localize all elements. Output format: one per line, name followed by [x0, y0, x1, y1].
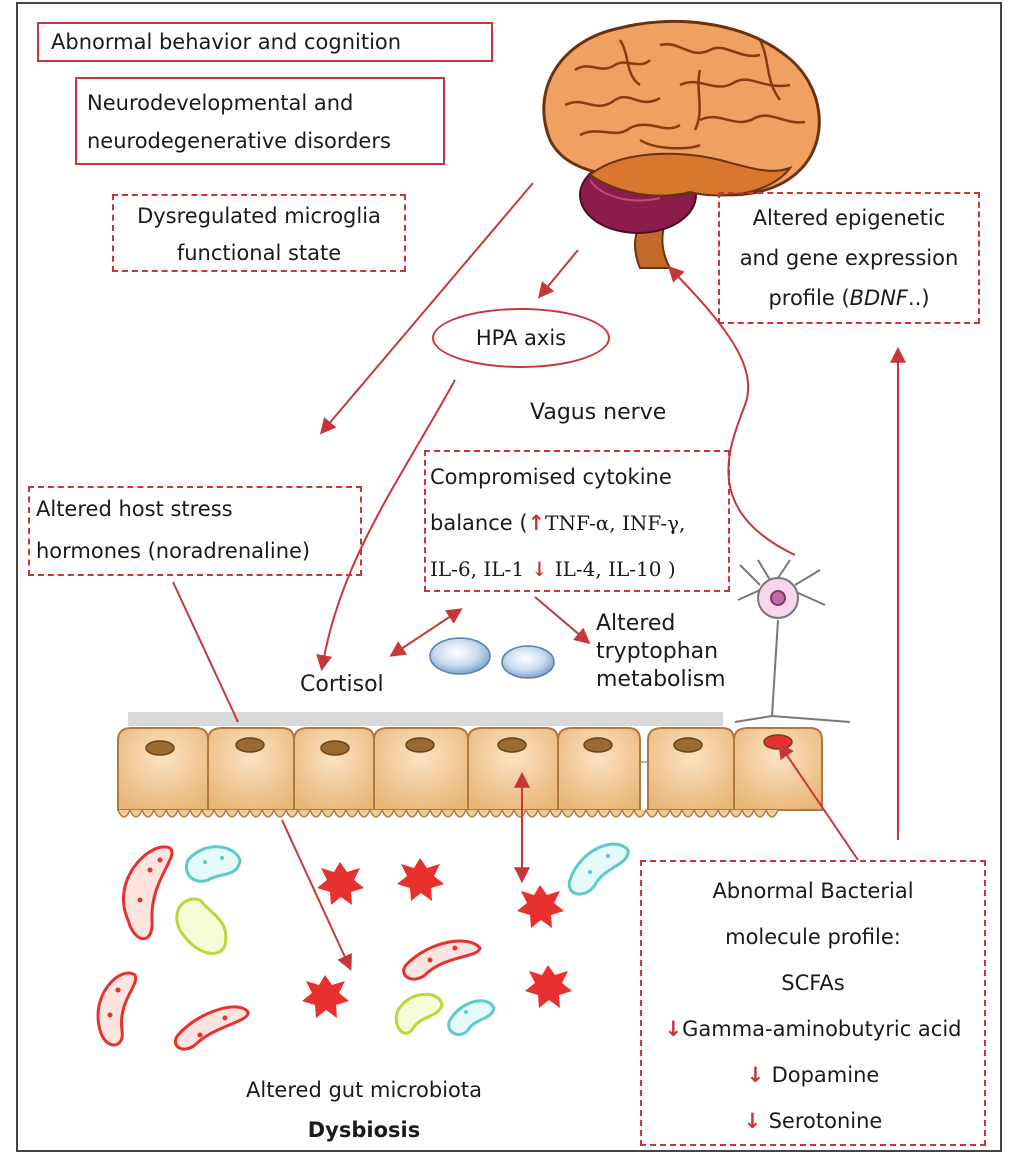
dysbiosis-label: Dysbiosis	[214, 1110, 514, 1150]
epigenetic-line3: profile (BDNF..)	[720, 278, 978, 318]
tryptophan-line1: Altered	[596, 610, 726, 638]
stress-hormones-box: Altered host stress hormones (noradrenal…	[28, 486, 362, 576]
cytokine-line2-rest: TNF-α, INF-γ,	[545, 511, 685, 535]
serotonine-label: Serotonine	[769, 1109, 883, 1133]
abnormal-behavior-label: Abnormal behavior and cognition	[51, 30, 401, 54]
neuro-disorders-line1: Neurodevelopmental and	[87, 84, 443, 122]
down-arrow-icon: ↓	[744, 1109, 769, 1133]
vagus-nerve-label: Vagus nerve	[530, 400, 666, 426]
microglia-box: Dysregulated microglia functional state	[112, 194, 406, 272]
dopamine-label: Dopamine	[772, 1063, 880, 1087]
cytokine-line3-b: IL-4, IL-10 )	[555, 557, 676, 581]
epigenetic-box: Altered epigenetic and gene expression p…	[718, 192, 980, 324]
microbiota-label: Altered gut microbiota Dysbiosis	[214, 1070, 514, 1150]
stress-hormones-line1: Altered host stress	[36, 488, 360, 530]
up-arrow-icon: ↑	[528, 511, 546, 535]
hpa-axis-node: HPA axis	[432, 308, 610, 368]
neuro-disorders-line2: neurodegenerative disorders	[87, 122, 443, 160]
microglia-line1: Dysregulated microglia	[114, 198, 404, 235]
cytokine-box: Compromised cytokine balance (↑TNF-α, IN…	[424, 450, 730, 592]
bacterial-profile-line2: molecule profile:	[642, 914, 984, 960]
abnormal-behavior-box: Abnormal behavior and cognition	[37, 22, 493, 62]
microglia-line2: functional state	[114, 235, 404, 272]
epigenetic-line3-prefix: profile (	[768, 286, 849, 310]
microbiota-line1: Altered gut microbiota	[214, 1070, 514, 1110]
neuron-icon	[735, 560, 850, 722]
lumen-layer	[128, 712, 723, 726]
down-arrow-icon: ↓	[665, 1017, 683, 1041]
tryptophan-line2: tryptophan	[596, 638, 726, 666]
bacterial-profile-box: Abnormal Bacterial molecule profile: SCF…	[640, 860, 986, 1146]
gaba-label: Gamma-aminobutyric acid	[682, 1017, 961, 1041]
neuro-disorders-box: Neurodevelopmental and neurodegenerative…	[75, 77, 445, 165]
cytokine-line1: Compromised cytokine	[430, 454, 728, 500]
epithelial-cell-icon	[118, 728, 822, 817]
tryptophan-line3: metabolism	[596, 666, 726, 694]
down-arrow-icon: ↓	[524, 557, 555, 581]
epigenetic-line1: Altered epigenetic	[720, 198, 978, 238]
cortisol-label: Cortisol	[300, 672, 384, 698]
bacterium-icon	[98, 844, 628, 1049]
bacterial-profile-line3: SCFAs	[642, 960, 984, 1006]
cytokine-line2: balance (↑TNF-α, INF-γ,	[430, 500, 728, 546]
stress-hormones-line2: hormones (noradrenaline)	[36, 530, 360, 572]
hpa-axis-label: HPA axis	[476, 326, 566, 350]
immune-cell-icon	[430, 638, 554, 678]
bdnf-gene: BDNF	[850, 286, 908, 310]
bacterial-profile-line6: ↓ Serotonine	[642, 1098, 984, 1144]
cytokine-line2-prefix: balance (	[430, 511, 528, 535]
bacterial-profile-line4: ↓Gamma-aminobutyric acid	[642, 1006, 984, 1052]
bacterial-profile-line5: ↓ Dopamine	[642, 1052, 984, 1098]
bacterial-profile-line1: Abnormal Bacterial	[642, 868, 984, 914]
down-arrow-icon: ↓	[747, 1063, 772, 1087]
epigenetic-line3-suffix: ..)	[908, 286, 930, 310]
bacterial-molecule-icon	[302, 858, 572, 1018]
tryptophan-label: Altered tryptophan metabolism	[596, 610, 726, 694]
epigenetic-line2: and gene expression	[720, 238, 978, 278]
cytokine-line3-a: IL-6, IL-1	[430, 557, 524, 581]
cytokine-line3: IL-6, IL-1 ↓ IL-4, IL-10 )	[430, 546, 728, 592]
